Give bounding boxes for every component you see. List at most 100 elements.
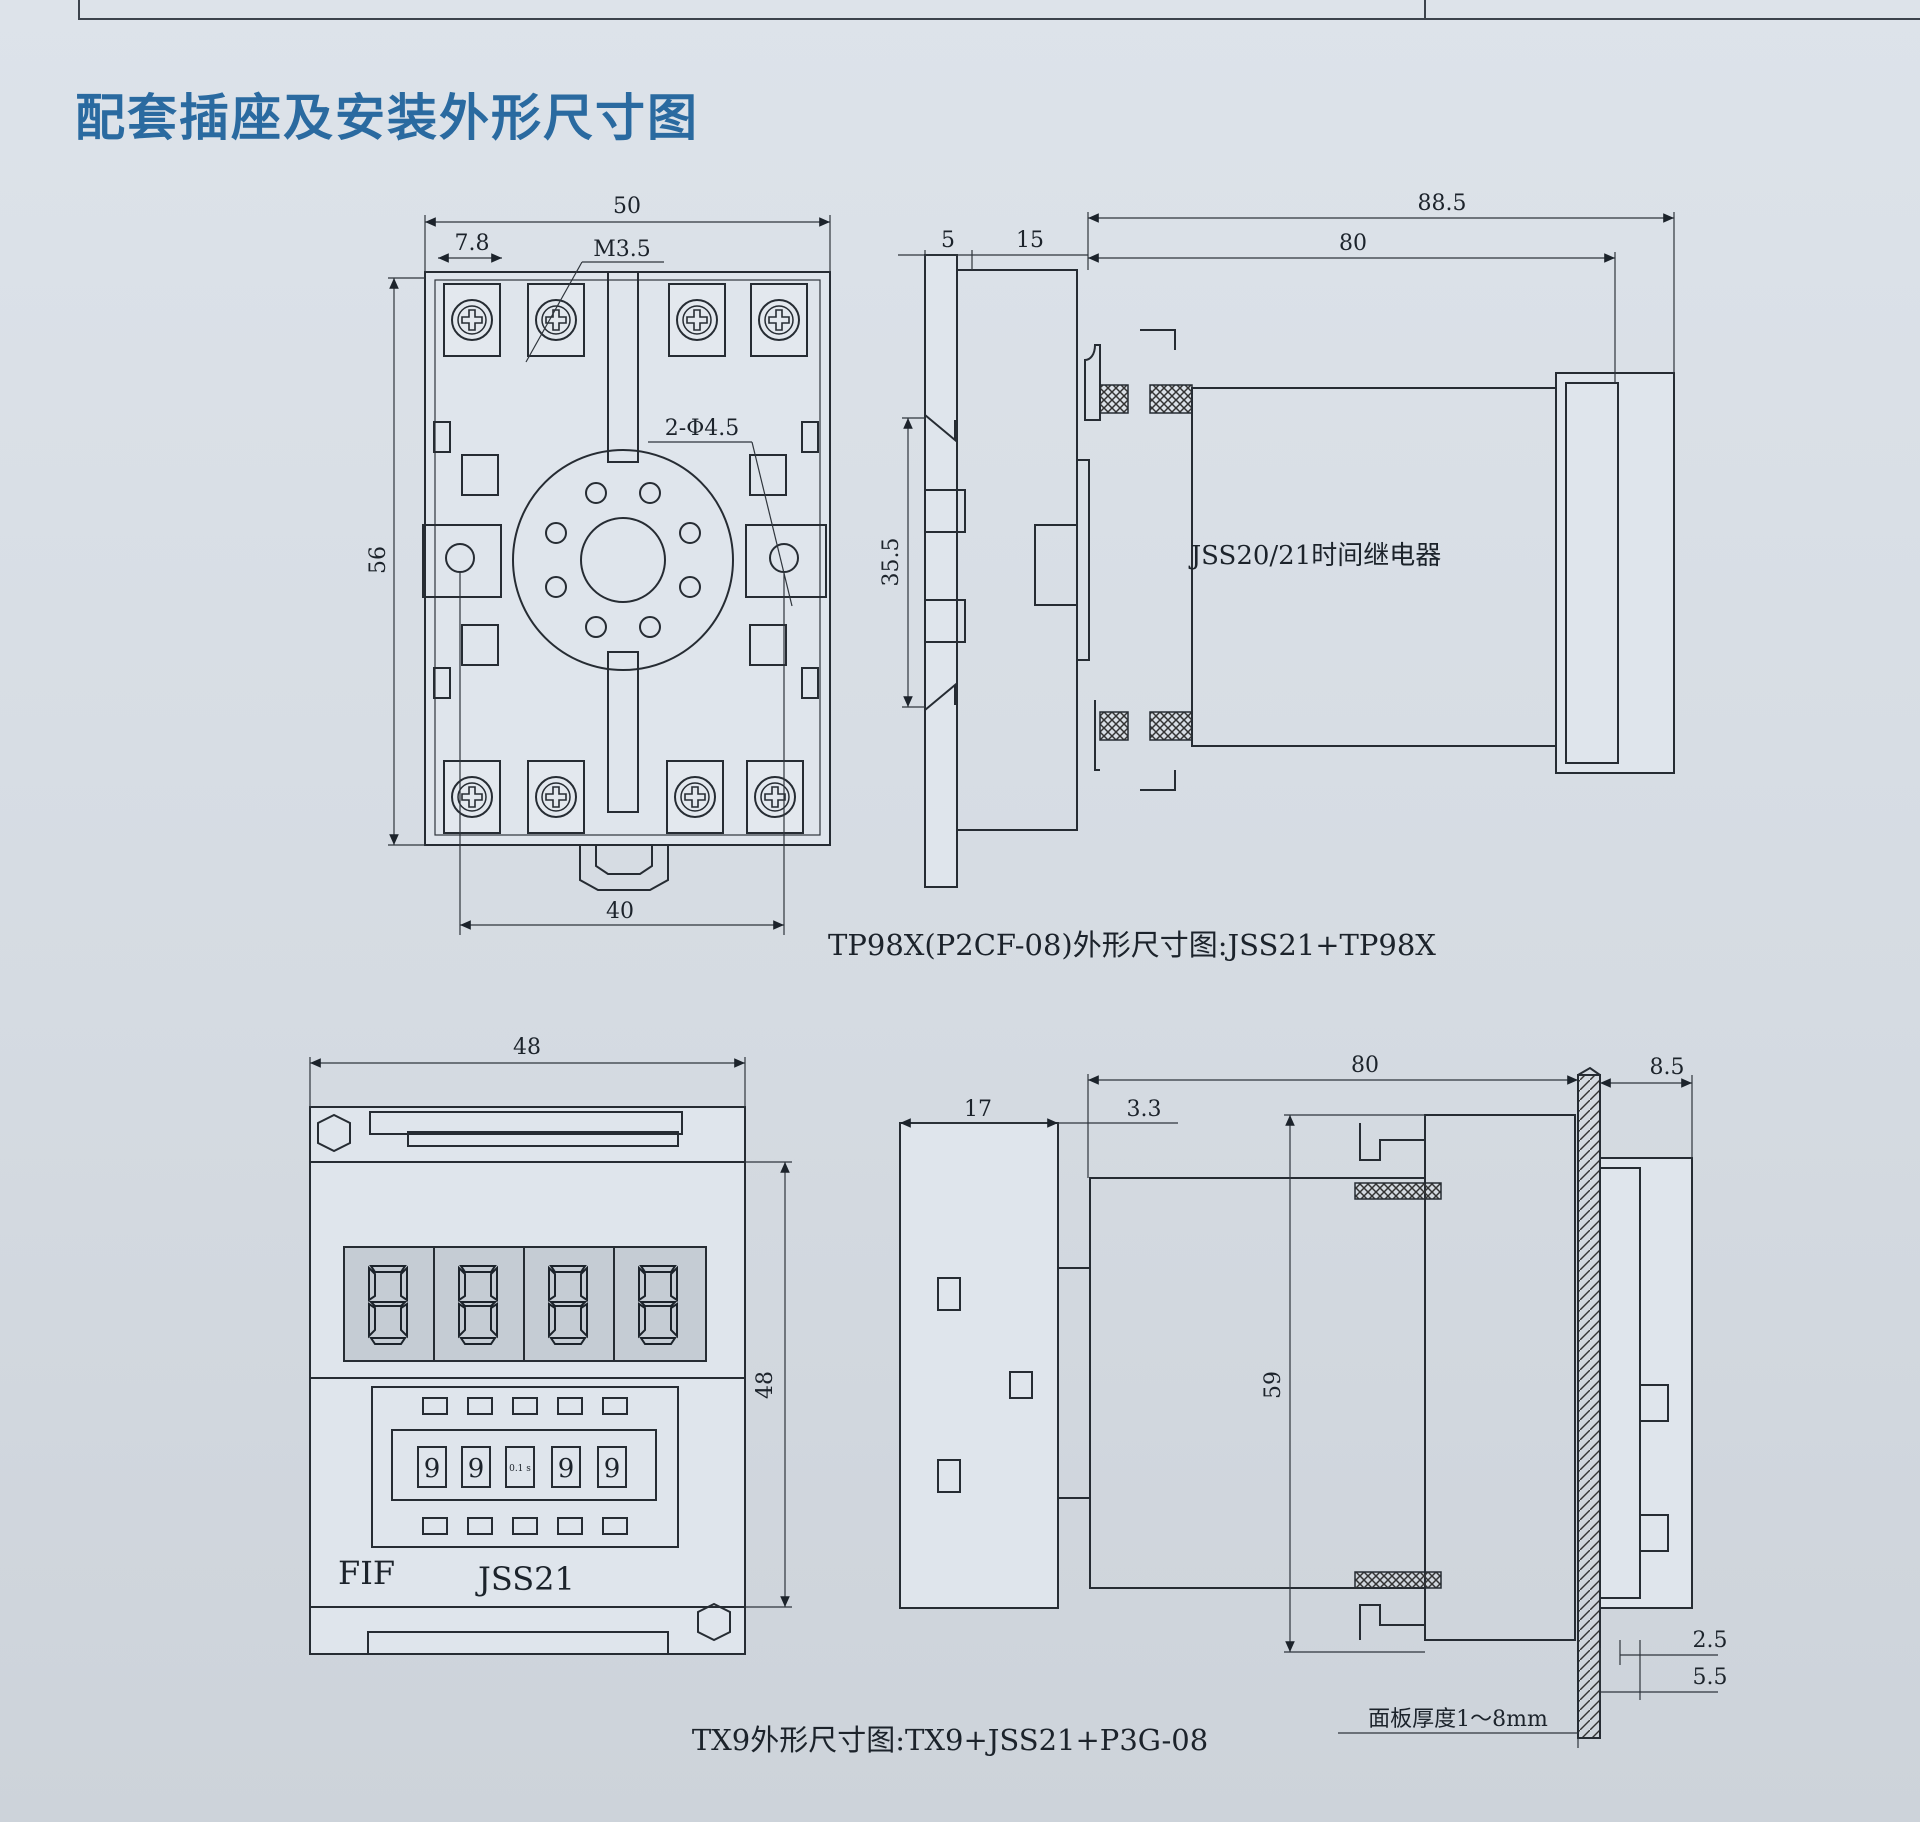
pin-hole bbox=[679, 522, 701, 544]
relay-side-body bbox=[1089, 1177, 1426, 1589]
led-cell bbox=[613, 1246, 707, 1362]
dim-label-3-3: 3.3 bbox=[1127, 1097, 1162, 1122]
socket-side-latch bbox=[924, 414, 956, 443]
face-knob bbox=[1639, 1384, 1669, 1422]
socket-front-view: 50 7.8 M3.5 2-Φ4.5 56 40 bbox=[366, 194, 831, 935]
relay-clip-bottom bbox=[1094, 700, 1100, 771]
hex-screw-icon bbox=[317, 1113, 351, 1153]
socket-inner-frame bbox=[434, 279, 821, 836]
pin-hole bbox=[545, 522, 567, 544]
panel-top bbox=[1577, 1066, 1601, 1076]
dim-label-hole-spacing: 40 bbox=[606, 899, 634, 924]
dim-label-height: 56 bbox=[366, 546, 391, 574]
socket-center-rib bbox=[607, 651, 639, 813]
terminal-screw-icon bbox=[527, 760, 585, 834]
plus-key[interactable] bbox=[557, 1517, 583, 1535]
thumbwheel[interactable] bbox=[551, 1446, 581, 1488]
socket-slot bbox=[461, 454, 499, 496]
relay-top-clip-inner bbox=[407, 1131, 679, 1147]
plus-key[interactable] bbox=[512, 1517, 538, 1535]
relay-front-panel bbox=[1555, 372, 1675, 774]
pin-hole bbox=[585, 482, 607, 504]
socket-side-detail bbox=[1034, 524, 1078, 606]
plus-key[interactable] bbox=[602, 1517, 628, 1535]
relay-front-inner bbox=[1565, 382, 1619, 764]
section-title: 配套插座及安装外形尺寸图 bbox=[75, 89, 699, 147]
hatched-seal bbox=[1149, 384, 1193, 414]
minus-key[interactable] bbox=[557, 1397, 583, 1415]
relay-front-body bbox=[309, 1106, 746, 1655]
socket-center-rib bbox=[607, 271, 639, 463]
hatched-seal bbox=[1099, 711, 1129, 741]
relay-clip-bottom-arm bbox=[1140, 770, 1176, 791]
table-divider bbox=[1424, 0, 1426, 18]
socket-side-slot bbox=[937, 1459, 961, 1493]
din-clip-inner bbox=[595, 845, 653, 875]
figure2-caption: TX9外形尺寸图:TX9+JSS21+P3G-08 bbox=[692, 1723, 1208, 1757]
thumbwheel-digit: 9 bbox=[424, 1454, 441, 1484]
plus-key[interactable] bbox=[422, 1517, 448, 1535]
thumbwheel[interactable] bbox=[505, 1446, 535, 1488]
socket-slot bbox=[801, 421, 819, 453]
model-label: JSS21 bbox=[475, 1560, 575, 1598]
dim-label-total: 88.5 bbox=[1418, 191, 1467, 216]
thumbwheel[interactable] bbox=[417, 1446, 447, 1488]
relay-bottom-clip bbox=[367, 1631, 669, 1655]
socket-slot bbox=[433, 667, 451, 699]
socket-side-latch bbox=[924, 682, 956, 711]
socket-body bbox=[424, 271, 831, 846]
dim-label-height: 48 bbox=[753, 1371, 778, 1399]
terminal-screw-icon bbox=[443, 283, 501, 357]
socket-slot bbox=[801, 667, 819, 699]
leader-line bbox=[751, 441, 793, 607]
thumbwheel-window bbox=[391, 1429, 657, 1501]
terminal-screw-icon bbox=[668, 283, 726, 357]
dim-label-screw: M3.5 bbox=[593, 237, 651, 262]
relay-top-clip bbox=[369, 1111, 683, 1135]
pin-hole bbox=[639, 616, 661, 638]
hatched-seal bbox=[1099, 384, 1129, 414]
pin-hole bbox=[545, 576, 567, 598]
socket-side-slot bbox=[937, 1277, 961, 1311]
octal-socket-ring bbox=[512, 449, 734, 671]
relay-clip-bottom bbox=[1359, 1604, 1425, 1640]
mount-tab-left bbox=[422, 524, 502, 598]
dim-label-body: 80 bbox=[1339, 231, 1367, 256]
thumbwheel-digit: 9 bbox=[468, 1454, 485, 1484]
socket-contact-strip bbox=[1076, 459, 1090, 661]
socket-slot bbox=[749, 454, 787, 496]
panel-thickness-label: 面板厚度1～8mm bbox=[1368, 1707, 1548, 1732]
minus-key[interactable] bbox=[467, 1397, 493, 1415]
mount-tab-right bbox=[745, 524, 827, 598]
socket-side-view: JSS20/21时间继电器 88.5 80 5 15 35.5 bbox=[879, 191, 1675, 888]
dim-label-a: 5 bbox=[941, 228, 955, 253]
brand-label: FIF bbox=[338, 1554, 395, 1592]
pin-hole bbox=[639, 482, 661, 504]
minus-key[interactable] bbox=[602, 1397, 628, 1415]
din-clip bbox=[579, 845, 669, 891]
thumbwheel[interactable] bbox=[461, 1446, 491, 1488]
terminal-screw-icon bbox=[750, 283, 808, 357]
terminal-screw-icon bbox=[746, 760, 804, 834]
minus-key[interactable] bbox=[422, 1397, 448, 1415]
dim-label-b: 15 bbox=[1016, 228, 1044, 253]
relay-face-plate bbox=[1599, 1157, 1693, 1609]
minus-key[interactable] bbox=[512, 1397, 538, 1415]
dim-label-width: 48 bbox=[513, 1035, 541, 1060]
pin-hole bbox=[679, 576, 701, 598]
relay-side-view: 80 8.5 17 3.3 59 2.5 5.5 面板厚度1～8mm bbox=[899, 1053, 1728, 1748]
relay-clip-top-arm bbox=[1140, 329, 1176, 350]
socket-slot bbox=[433, 421, 451, 453]
figure1-caption: TP98X(P2CF-08)外形尺寸图:JSS21+TP98X bbox=[828, 928, 1436, 962]
thumbwheel-digit: 0.1 s bbox=[509, 1464, 531, 1474]
thumbwheel[interactable] bbox=[597, 1446, 627, 1488]
relay-side-rear bbox=[1424, 1114, 1576, 1641]
pin-hole bbox=[585, 616, 607, 638]
plus-key[interactable] bbox=[467, 1517, 493, 1535]
dim-label-8-5: 8.5 bbox=[1650, 1055, 1685, 1080]
face-knob bbox=[1639, 1514, 1669, 1552]
top-table-edge bbox=[78, 0, 1920, 20]
socket-slot bbox=[461, 624, 499, 666]
hex-screw-icon bbox=[697, 1602, 731, 1642]
